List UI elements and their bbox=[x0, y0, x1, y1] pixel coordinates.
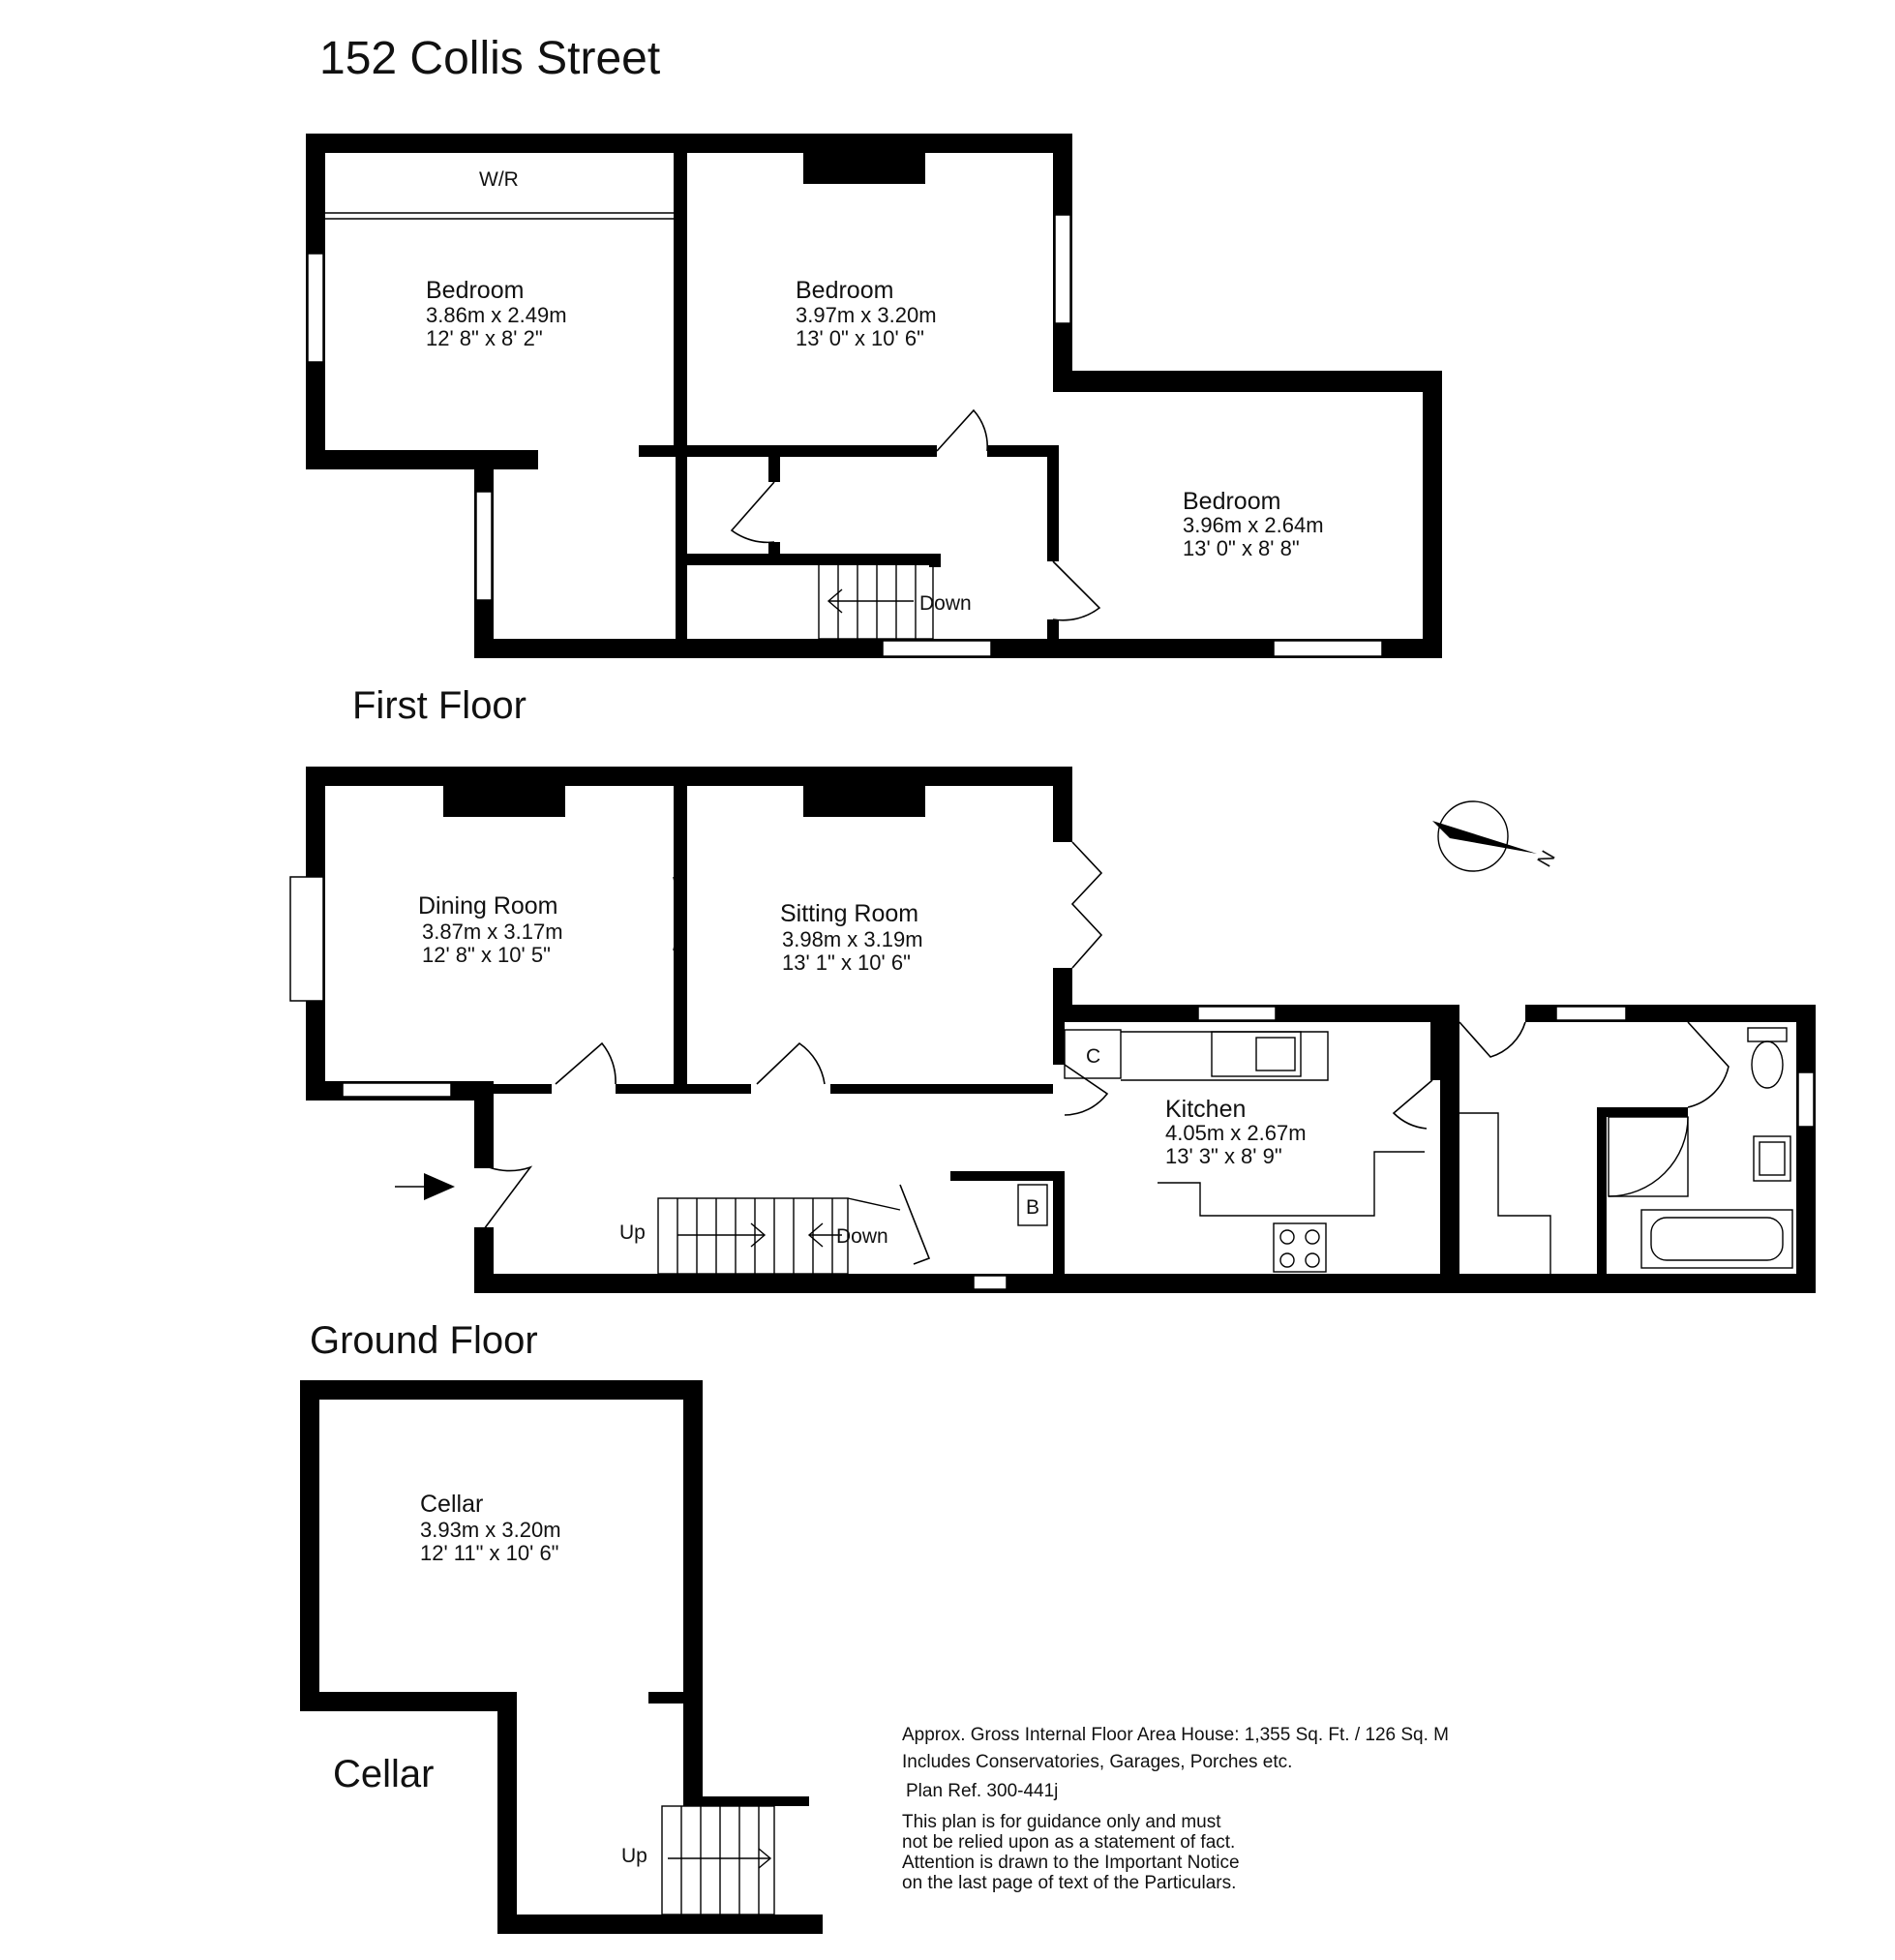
room-dimensions-metric: 4.05m x 2.67m bbox=[1165, 1121, 1307, 1145]
floor-label-ground: Ground Floor bbox=[310, 1319, 538, 1362]
disclaimer-line: on the last page of text of the Particul… bbox=[902, 1873, 1236, 1893]
room-dimensions-imperial: 13' 0" x 8' 8" bbox=[1183, 536, 1300, 560]
floor-label-cellar: Cellar bbox=[333, 1753, 434, 1795]
ground-floor-plan bbox=[289, 767, 1816, 1293]
room-dimensions-imperial: 13' 0" x 10' 6" bbox=[796, 326, 924, 350]
room-dimensions-imperial: 12' 11" x 10' 6" bbox=[420, 1541, 558, 1565]
compass-north-label: N bbox=[1533, 847, 1560, 871]
room-name: Cellar bbox=[420, 1491, 483, 1518]
floor-label-first: First Floor bbox=[352, 684, 526, 727]
includes-note: Includes Conservatories, Garages, Porche… bbox=[902, 1752, 1292, 1772]
room-dimensions-metric: 3.87m x 3.17m bbox=[422, 920, 563, 944]
stairs-down-label: Down bbox=[919, 592, 972, 615]
plan-notes: Approx. Gross Internal Floor Area House:… bbox=[902, 1725, 1449, 1893]
plan-reference: Plan Ref. 300-441j bbox=[906, 1781, 1058, 1801]
room-dimensions-metric: 3.86m x 2.49m bbox=[426, 303, 567, 327]
room-dimensions-metric: 3.97m x 3.20m bbox=[796, 303, 937, 327]
disclaimer-line: Attention is drawn to the Important Noti… bbox=[902, 1853, 1240, 1873]
room-bedroom-3: Bedroom 3.96m x 2.64m 13' 0" x 8' 8" bbox=[1183, 488, 1324, 560]
cellar-plan bbox=[300, 1380, 823, 1934]
room-dimensions-imperial: 13' 1" x 10' 6" bbox=[782, 950, 911, 975]
room-dimensions-metric: 3.93m x 3.20m bbox=[420, 1518, 561, 1542]
room-bedroom-1: Bedroom 3.86m x 2.49m 12' 8" x 8' 2" bbox=[426, 277, 567, 350]
room-dining-room: Dining Room 3.87m x 3.17m 12' 8" x 10' 5… bbox=[418, 892, 563, 967]
room-name: Sitting Room bbox=[780, 900, 918, 927]
room-dimensions-metric: 3.96m x 2.64m bbox=[1183, 513, 1324, 537]
room-dimensions-metric: 3.98m x 3.19m bbox=[782, 927, 923, 951]
wardrobe-label: W/R bbox=[479, 168, 519, 191]
stairs-up-label: Up bbox=[619, 1221, 646, 1244]
disclaimer-line: This plan is for guidance only and must bbox=[902, 1812, 1221, 1832]
page-title: 152 Collis Street bbox=[319, 33, 660, 84]
room-name: Kitchen bbox=[1165, 1096, 1246, 1123]
room-dimensions-imperial: 12' 8" x 8' 2" bbox=[426, 326, 543, 350]
room-name: Dining Room bbox=[418, 892, 558, 920]
stairs-up-label: Up bbox=[621, 1845, 647, 1867]
boiler-label: B bbox=[1026, 1196, 1039, 1219]
room-kitchen: Kitchen 4.05m x 2.67m 13' 3" x 8' 9" bbox=[1165, 1096, 1307, 1168]
room-cellar: Cellar 3.93m x 3.20m 12' 11" x 10' 6" bbox=[420, 1491, 561, 1565]
room-dimensions-imperial: 12' 8" x 10' 5" bbox=[422, 943, 551, 967]
area-note: Approx. Gross Internal Floor Area House:… bbox=[902, 1725, 1449, 1745]
compass-icon: N bbox=[1432, 800, 1560, 872]
room-sitting-room: Sitting Room 3.98m x 3.19m 13' 1" x 10' … bbox=[780, 900, 923, 975]
first-floor-plan bbox=[306, 134, 1442, 658]
cupboard-label: C bbox=[1086, 1045, 1100, 1068]
disclaimer-line: not be relied upon as a statement of fac… bbox=[902, 1832, 1235, 1853]
room-bedroom-2: Bedroom 3.97m x 3.20m 13' 0" x 10' 6" bbox=[796, 277, 937, 350]
room-name: Bedroom bbox=[426, 277, 524, 304]
room-name: Bedroom bbox=[1183, 488, 1280, 515]
stairs-down-label: Down bbox=[836, 1225, 888, 1248]
room-name: Bedroom bbox=[796, 277, 893, 304]
room-dimensions-imperial: 13' 3" x 8' 9" bbox=[1165, 1144, 1282, 1168]
